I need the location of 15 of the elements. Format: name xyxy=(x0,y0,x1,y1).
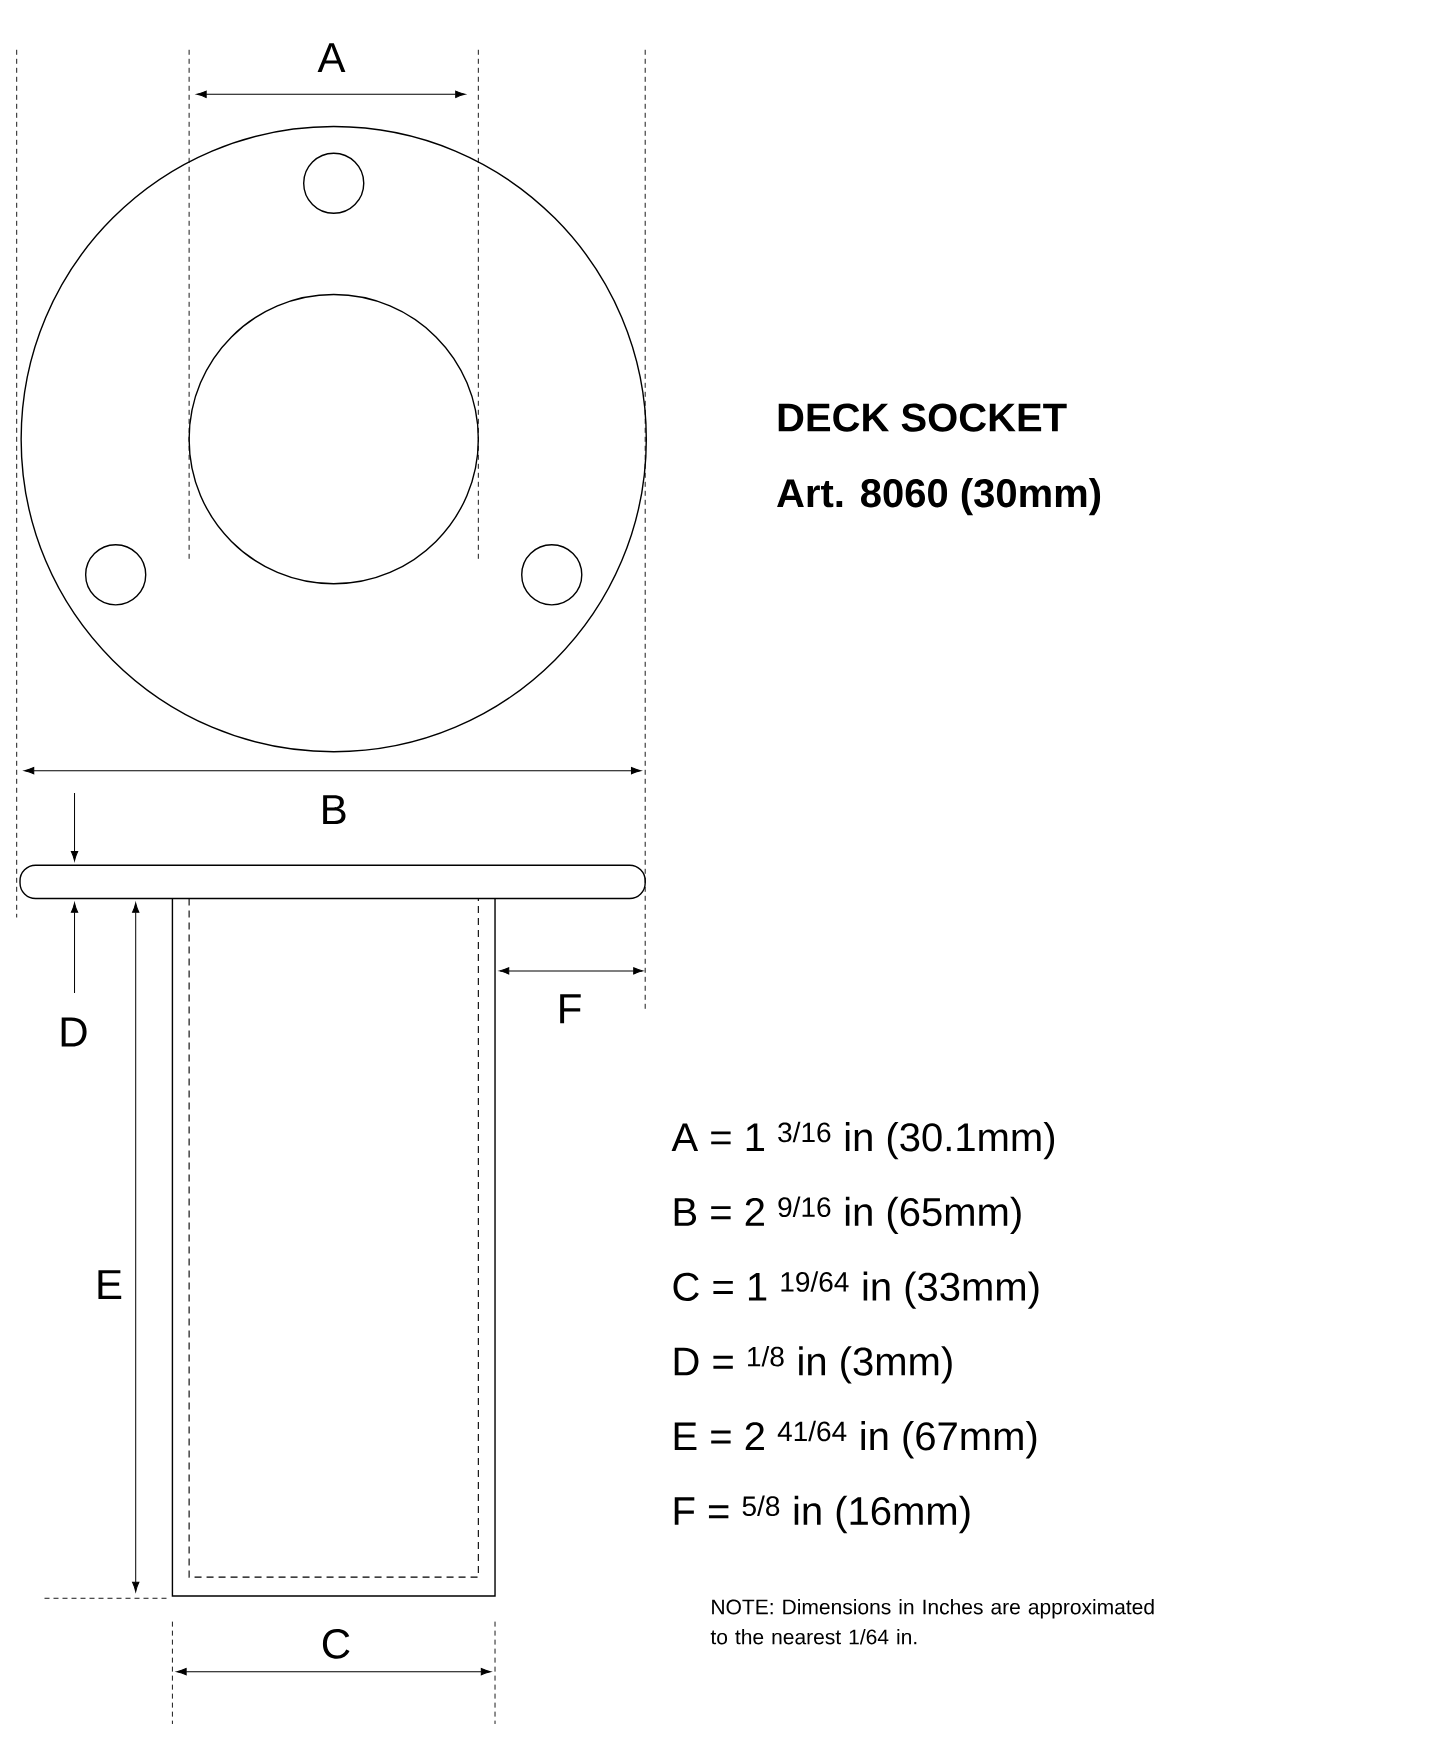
dimension-value: D = $^{1/8}$ in (3mm) xyxy=(674,1346,952,1384)
dimension-value: C = 1 $^{19/64}$ in (33mm) xyxy=(673,1271,1039,1309)
dimension-value: B = 2 $^{9/16}$ in (65mm) xyxy=(674,1196,1021,1235)
dimension-letter: F xyxy=(560,994,581,1024)
dimension-letter: D xyxy=(61,1017,87,1047)
title: DECK SOCKET xyxy=(778,403,1067,432)
note: NOTE: Dimensions in Inches are approximated to the nearest 1/64 in. xyxy=(710,1599,1154,1645)
article-number: Art. 8060 (30mm) xyxy=(777,478,1101,516)
dimension-letter: B xyxy=(323,795,346,824)
dimension-letter: A xyxy=(317,43,346,73)
dimension-value: F = $^{5/8}$ in (16mm) xyxy=(674,1495,970,1534)
dimension-value: E = 2 $^{41/64}$ in (67mm) xyxy=(674,1420,1037,1459)
dimension-value: A = 1 $^{3/16}$ in (30.1mm) xyxy=(671,1121,1055,1160)
dimension-letter: E xyxy=(98,1270,122,1299)
dimension-letter: C xyxy=(322,1629,350,1659)
